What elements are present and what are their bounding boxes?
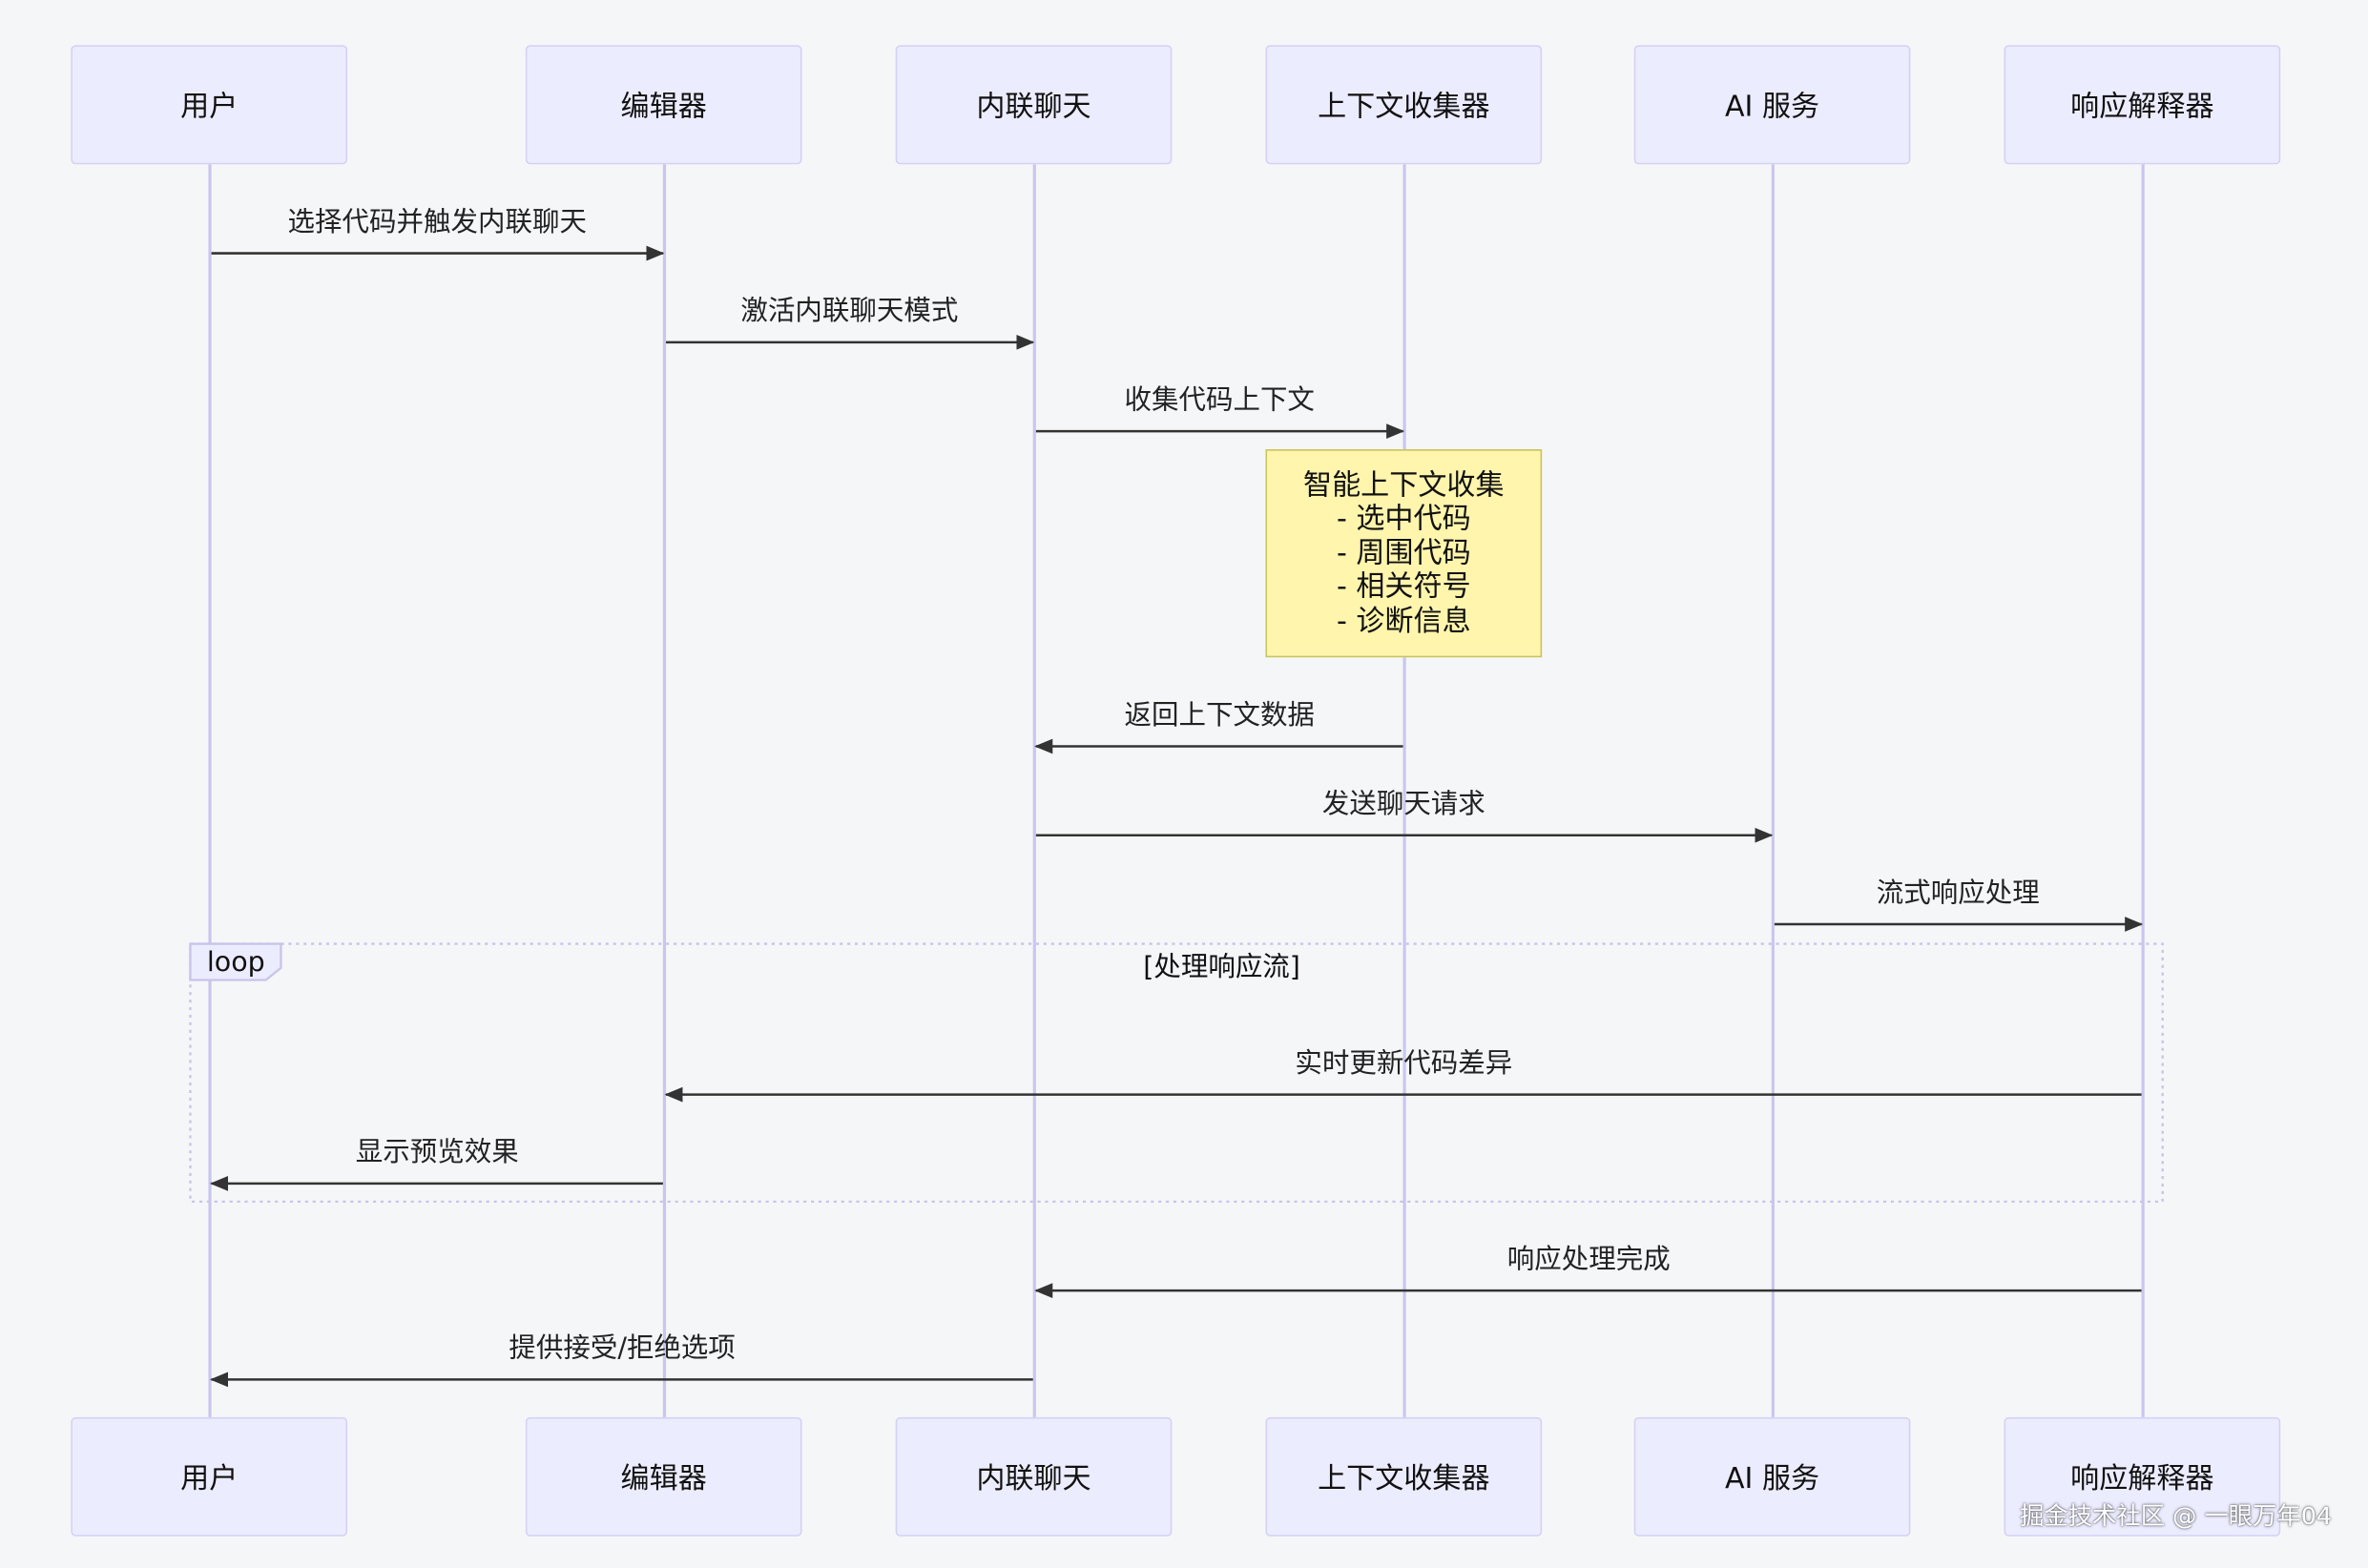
participant-bottom-1: 用户	[71, 1416, 348, 1537]
participant-bottom-2: 编辑器	[525, 1416, 802, 1537]
watermark: 掘金技术社区 @ 一眼万年04	[2020, 1501, 2333, 1531]
message-label-7: 实时更新代码差异	[1295, 1047, 1513, 1080]
participant-top-4: 上下文收集器	[1265, 45, 1543, 165]
loop-frame	[189, 942, 2164, 1204]
participant-top-2: 编辑器	[525, 45, 802, 165]
message-label-5: 发送聊天请求	[1321, 788, 1485, 820]
note-line-2: - 周围代码	[1336, 536, 1471, 570]
message-label-6: 流式响应处理	[1876, 877, 2040, 910]
message-label-3: 收集代码上下文	[1124, 384, 1315, 417]
participant-top-3: 内联聊天	[895, 45, 1173, 165]
participant-top-1: 用户	[71, 45, 348, 165]
message-label-10: 提供接受/拒绝选项	[509, 1332, 736, 1365]
participant-bottom-5: AI 服务	[1633, 1416, 1911, 1537]
participant-top-5: AI 服务	[1633, 45, 1911, 165]
message-label-9: 响应处理完成	[1506, 1244, 1671, 1276]
loop-label: loop	[206, 945, 265, 979]
message-label-8: 显示预览效果	[355, 1136, 519, 1169]
loop-condition: [处理响应流]	[1143, 951, 1300, 983]
message-label-1: 选择代码并触发内联聊天	[287, 206, 587, 238]
participant-top-6: 响应解释器	[2004, 45, 2281, 165]
participant-bottom-6: 响应解释器	[2004, 1416, 2281, 1537]
participant-bottom-4: 上下文收集器	[1265, 1416, 1543, 1537]
loop-label-tab	[189, 942, 282, 981]
note-context-collection: 智能上下文收集 - 选中代码 - 周围代码 - 相关符号 - 诊断信息	[1265, 449, 1543, 658]
note-line-3: - 相关符号	[1336, 569, 1471, 604]
participant-bottom-3: 内联聊天	[895, 1416, 1173, 1537]
message-label-2: 激活内联聊天模式	[740, 295, 959, 328]
note-line-4: - 诊断信息	[1336, 604, 1471, 638]
note-title: 智能上下文收集	[1303, 468, 1505, 503]
note-line-1: - 选中代码	[1336, 502, 1471, 536]
message-label-4: 返回上下文数据	[1124, 699, 1315, 732]
